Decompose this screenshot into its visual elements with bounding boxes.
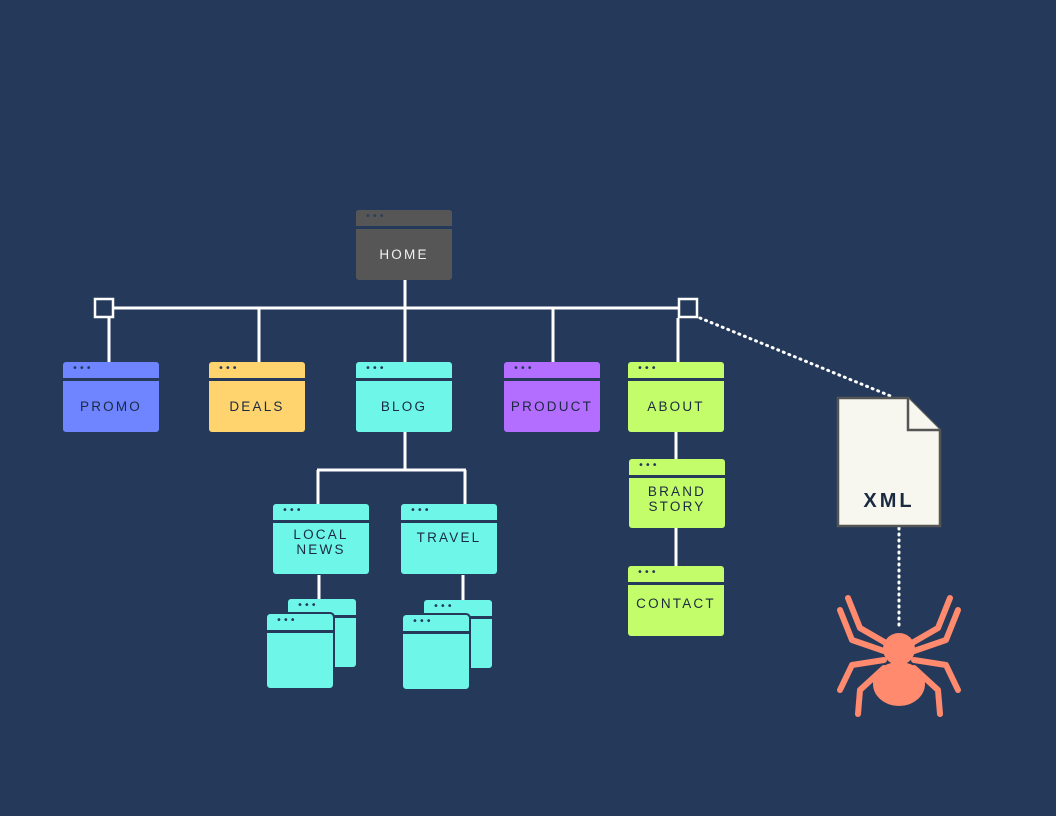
window-dots-icon: ••• bbox=[72, 363, 93, 374]
titlebar-separator bbox=[63, 378, 159, 381]
window-titlebar: ••• bbox=[288, 599, 356, 615]
titlebar-separator bbox=[356, 378, 452, 381]
page-label-about: ABOUT bbox=[647, 399, 705, 414]
xml-document-icon bbox=[836, 396, 942, 528]
page-label-contact: CONTACT bbox=[636, 596, 716, 611]
page-label-blog: BLOG bbox=[380, 399, 428, 414]
titlebar-separator bbox=[209, 378, 305, 381]
titlebar-separator bbox=[629, 475, 725, 478]
page-local-news: ••• LOCAL NEWS bbox=[273, 504, 369, 574]
page-promo: ••• PROMO bbox=[63, 362, 159, 432]
window-titlebar: ••• bbox=[209, 362, 305, 378]
window-titlebar: ••• bbox=[424, 600, 492, 616]
xml-label: XML bbox=[863, 489, 915, 512]
bus-node-left bbox=[93, 297, 115, 319]
titlebar-separator bbox=[628, 582, 724, 585]
window-dots-icon: ••• bbox=[433, 601, 454, 612]
page-label-local-news: LOCAL NEWS bbox=[293, 526, 349, 557]
window-dots-icon: ••• bbox=[365, 211, 386, 222]
window-dots-icon: ••• bbox=[276, 615, 297, 626]
page-deals: ••• DEALS bbox=[209, 362, 305, 432]
titlebar-separator bbox=[267, 630, 333, 633]
page-label-travel: TRAVEL bbox=[416, 530, 482, 545]
titlebar-separator bbox=[273, 520, 369, 523]
page-label-brand-story: BRAND STORY bbox=[647, 484, 707, 514]
page-brand-story: ••• BRAND STORY bbox=[629, 459, 725, 528]
window-titlebar: ••• bbox=[504, 362, 600, 378]
window-dots-icon: ••• bbox=[410, 505, 431, 516]
window-dots-icon: ••• bbox=[297, 600, 318, 611]
window-titlebar: ••• bbox=[629, 459, 725, 475]
page-label-home: HOME bbox=[379, 247, 429, 262]
window-dots-icon: ••• bbox=[412, 616, 433, 627]
window-dots-icon: ••• bbox=[282, 505, 303, 516]
page-home: ••• HOME bbox=[356, 210, 452, 280]
window-titlebar: ••• bbox=[628, 362, 724, 378]
window-dots-icon: ••• bbox=[365, 363, 386, 374]
window-dots-icon: ••• bbox=[637, 363, 658, 374]
window-titlebar: ••• bbox=[403, 615, 469, 631]
window-titlebar: ••• bbox=[628, 566, 724, 582]
bus-node-right bbox=[677, 297, 699, 319]
page-blog: ••• BLOG bbox=[356, 362, 452, 432]
titlebar-separator bbox=[403, 631, 469, 634]
page-label-promo: PROMO bbox=[79, 399, 142, 414]
window-dots-icon: ••• bbox=[638, 460, 659, 471]
page-travel: ••• TRAVEL bbox=[401, 504, 497, 574]
window-titlebar: ••• bbox=[273, 504, 369, 520]
window-titlebar: ••• bbox=[63, 362, 159, 378]
window-dots-icon: ••• bbox=[218, 363, 239, 374]
page-about: ••• ABOUT bbox=[628, 362, 724, 432]
page-label-product: PRODUCT bbox=[510, 399, 594, 414]
window-titlebar: ••• bbox=[401, 504, 497, 520]
subpage-stack-front: ••• bbox=[401, 613, 471, 691]
window-dots-icon: ••• bbox=[637, 567, 658, 578]
page-product: ••• PRODUCT bbox=[504, 362, 600, 432]
window-dots-icon: ••• bbox=[513, 363, 534, 374]
titlebar-separator bbox=[356, 226, 452, 229]
page-contact: ••• CONTACT bbox=[628, 566, 724, 636]
titlebar-separator bbox=[628, 378, 724, 381]
titlebar-separator bbox=[504, 378, 600, 381]
subpage-stack-front: ••• bbox=[265, 612, 335, 690]
page-label-deals: DEALS bbox=[229, 399, 285, 414]
window-titlebar: ••• bbox=[356, 210, 452, 226]
spider-icon bbox=[837, 595, 961, 717]
window-titlebar: ••• bbox=[267, 614, 333, 630]
window-titlebar: ••• bbox=[356, 362, 452, 378]
titlebar-separator bbox=[401, 520, 497, 523]
